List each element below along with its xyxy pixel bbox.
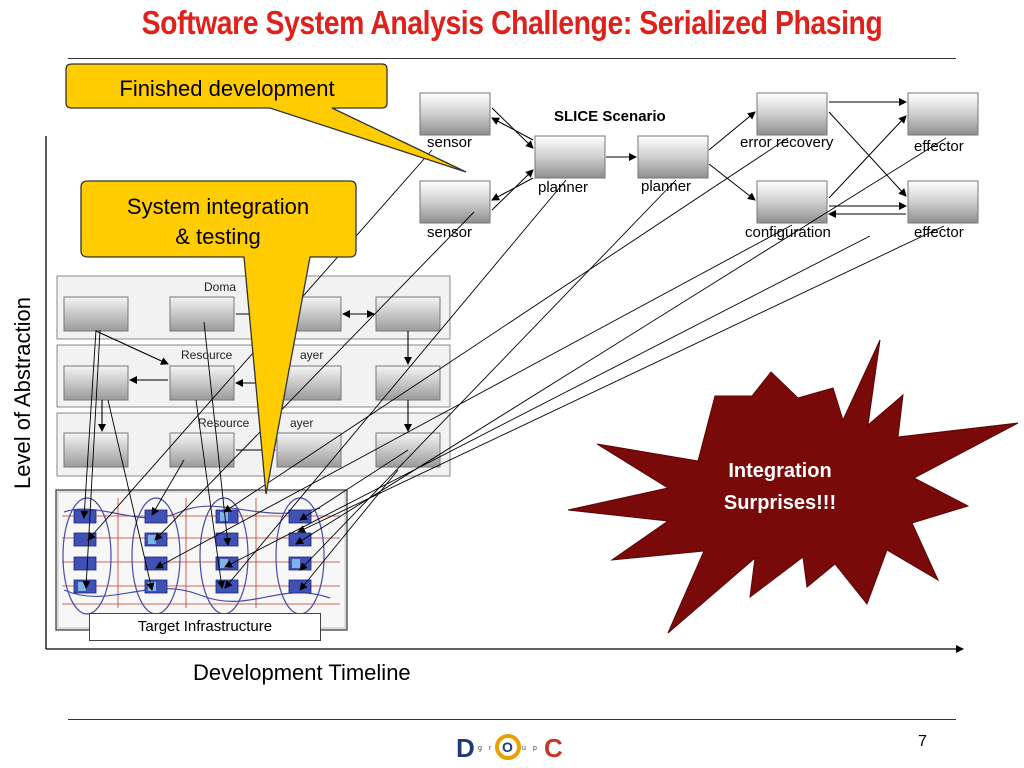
y-axis-label: Level of Abstraction (10, 297, 35, 490)
callout-finished-development: Finished development (119, 76, 335, 101)
planner-label-1: planner (538, 179, 589, 196)
configuration-box (756, 180, 828, 224)
planner-box-2 (637, 135, 709, 179)
sensor-label-2: sensor (427, 224, 473, 241)
sensor-box-1 (419, 92, 491, 136)
logo-letter-o: O (502, 739, 513, 755)
page-number: 7 (918, 733, 927, 750)
error-recovery-label: error recovery (740, 134, 834, 151)
target-infrastructure-panel (55, 489, 348, 631)
logo-small-r: r (489, 745, 492, 752)
slice-boxes (419, 92, 979, 224)
callout-integration-line1: System integration (126, 194, 310, 219)
effector-label-2: effector (914, 224, 964, 241)
resource-mgmt-layer-label-left: Resource (181, 348, 233, 362)
callout-integration-line2: & testing (175, 224, 261, 249)
title-divider (68, 58, 956, 59)
configuration-label: configuration (745, 224, 831, 241)
callout-finished-shape (65, 63, 467, 173)
error-recovery-box (756, 92, 828, 136)
planner-label-2: planner (641, 178, 692, 195)
logo-letter-c: C (544, 733, 563, 762)
integration-lines (80, 137, 947, 591)
x-axis-label: Development Timeline (193, 660, 411, 685)
slide-title: Software System Analysis Challenge: Seri… (141, 4, 883, 41)
integration-surprises-burst (567, 339, 1019, 634)
callout-integration-shape (80, 180, 357, 495)
domain-layer-label: Doma (204, 280, 237, 294)
target-infrastructure-label: Target Infrastructure (89, 613, 321, 641)
doc-group-logo: D g r O u p C (456, 733, 563, 762)
resource-layer-label-left: Resource (198, 416, 250, 430)
logo-small-p: p (533, 745, 537, 752)
axes (45, 136, 964, 653)
resource-layer-label-right: ayer (290, 416, 314, 430)
logo-small-u: u (522, 745, 526, 752)
sensor-label-1: sensor (427, 134, 473, 151)
slice-scenario-title: SLICE Scenario (554, 108, 666, 125)
effector-box-2 (907, 180, 979, 224)
effector-box-1 (907, 92, 979, 136)
burst-text: Integration Surprises!!! (660, 455, 900, 519)
sensor-box-2 (419, 180, 491, 224)
burst-line1: Integration (728, 460, 832, 482)
footer-divider (68, 719, 956, 720)
slice-arrows (491, 98, 907, 218)
effector-label-1: effector (914, 138, 964, 155)
callout-system-integration: System integration & testing (80, 192, 356, 252)
planner-box-1 (534, 135, 606, 179)
resource-mgmt-layer-label-right: ayer (300, 348, 324, 362)
burst-line2: Surprises!!! (723, 492, 837, 514)
logo-letter-o-ring (495, 734, 521, 760)
logo-letter-d: D (456, 733, 475, 762)
logo-small-g: g (478, 745, 482, 752)
